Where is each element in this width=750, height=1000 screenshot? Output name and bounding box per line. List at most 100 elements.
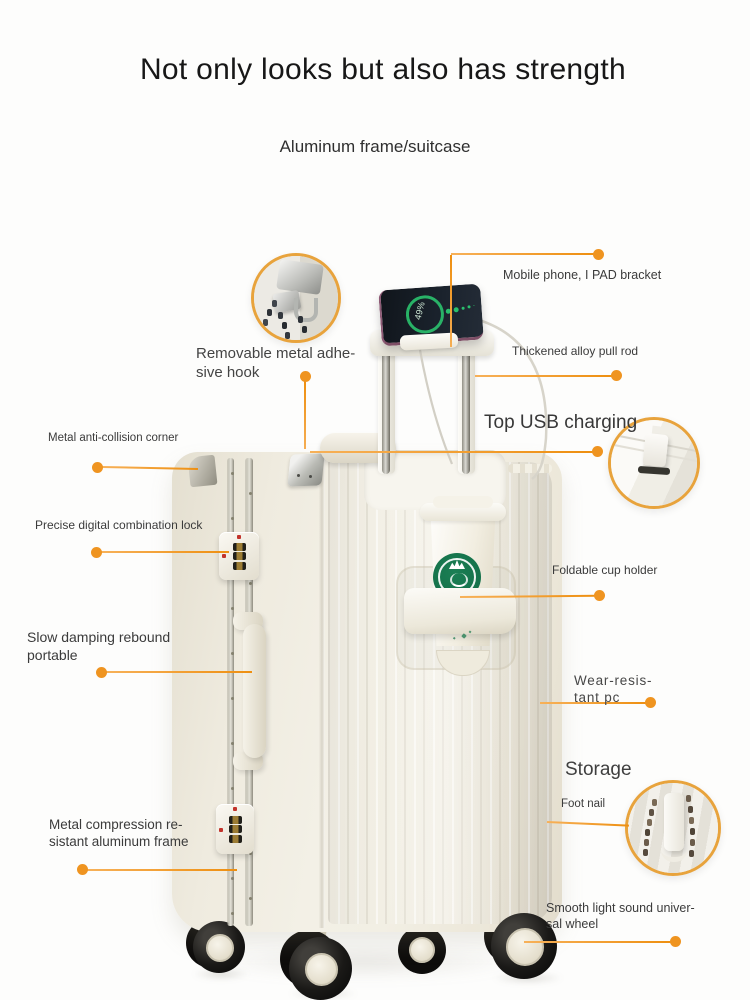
callout-label: Metal compression re- [49,817,183,832]
callout-label: Removable metal adhe- [196,345,356,362]
lock-dial [228,815,242,824]
hanging-chain [272,300,277,307]
callout-label: tant pc [574,690,621,706]
callout-cup-holder: Foldable cup holder [552,563,657,578]
callout-label: Storage [565,759,632,780]
callout-dot [670,936,681,947]
callout-line [106,671,252,673]
top-edge-ridges [508,464,552,473]
callout-dot [593,249,604,260]
callout-mobile-bracket: Mobile phone, I PAD bracket [503,267,661,283]
callout-label: Mobile phone, I PAD bracket [503,268,662,282]
aluminum-frame-strip-left [227,458,234,926]
page-subtitle: Aluminum frame/suitcase [279,137,471,156]
callout-line [310,451,595,453]
callout-line [540,702,648,704]
callout-removable-hook: Removable metal adhe- sive hook [196,344,355,382]
wheel-hub-front-center [305,953,338,986]
hook-bracket [276,259,324,295]
callout-line [304,381,306,449]
hook-detail-inset [251,253,341,343]
pull-rod-tube [382,346,390,474]
bracket-screws [297,474,300,477]
callout-line [451,253,595,255]
callout-universal-wheel: Smooth light sound univer- sal wheel [546,900,695,932]
logo-face [450,573,468,587]
lock-red-indicator [219,828,223,832]
callout-line [87,869,237,871]
callout-label: Slow damping rebound [27,629,171,645]
callout-damping-handle: Slow damping rebound portable [27,629,170,665]
ground-shadow [200,944,530,980]
battery-ring [404,294,446,335]
callout-combination-lock: Precise digital combination lock [35,518,202,533]
pull-rod-rail-right [458,346,475,474]
callout-aluminum-frame: Metal compression re- sistant aluminum f… [49,816,189,851]
callout-anti-collision: Metal anti-collision corner [48,431,178,446]
pull-rod-rail-left [378,346,395,474]
callout-dot [592,446,603,457]
callout-line [475,375,613,377]
lock-red-indicator [222,554,226,558]
pull-rod-tube [462,346,470,474]
frame-rivets-right-column [249,492,252,495]
callout-dot [594,590,605,601]
callout-label: Smooth light sound univer- [546,901,695,915]
callout-line [450,255,452,347]
lock-dial [232,561,246,570]
logo-crown [449,560,465,569]
callout-label: Top USB charging [484,412,638,433]
page-title: Not only looks but also has strength [139,53,627,86]
callout-line [524,941,672,943]
side-handle-grip [243,624,266,758]
chain-left [652,799,657,806]
callout-foot-nail: Foot nail [561,797,605,812]
callout-label: sive hook [196,364,260,382]
chain-hook-inset [625,780,721,876]
usb-plug [642,432,669,468]
callout-dot [92,462,103,473]
callout-dot [645,697,656,708]
tsa-lock-top [219,532,259,580]
callout-label: Precise digital combination lock [35,518,203,532]
callout-pull-rod: Thickened alloy pull rod [512,344,638,359]
callout-label: Thickened alloy pull rod [512,344,639,358]
wheel-shadow [192,968,250,980]
tsa-lock-bottom [216,804,254,854]
callout-storage: Storage [565,758,632,782]
callout-dot [611,370,622,381]
chain-right [686,795,691,802]
callout-dot [300,371,311,382]
callout-line [101,551,229,553]
usb-port-inset [608,417,700,509]
callout-label: Foldable cup holder [552,563,658,577]
callout-label: Wear-resis- [574,673,653,688]
callout-wear-resistant: Wear-resis- tant pc [574,672,652,707]
cup-lid-top [433,496,493,508]
callout-dot [96,667,107,678]
lock-dial [232,542,246,551]
wheel-hub-front-left [206,934,234,962]
suitcase-corner-groove [319,456,325,928]
callout-label: Foot nail [561,798,606,810]
frame-rivets-left-column [231,472,234,475]
wheel-hub-rear-center [409,937,435,963]
callout-dot [77,864,88,875]
white-hook-bar [664,793,684,851]
callout-dot [91,547,102,558]
wheel-hub-front-right [506,928,544,966]
callout-top-usb: Top USB charging [484,411,637,435]
lock-dial [228,825,242,833]
white-hook-tip [661,843,687,862]
lock-red-indicator [237,535,241,539]
lock-dial [228,834,242,843]
hook-arm [294,298,318,322]
lock-red-indicator [233,807,237,811]
lock-dial [232,552,246,560]
callout-label: Metal anti-collision corner [48,432,179,444]
callout-label: sal wheel [546,917,599,931]
callout-label: portable [27,646,78,663]
